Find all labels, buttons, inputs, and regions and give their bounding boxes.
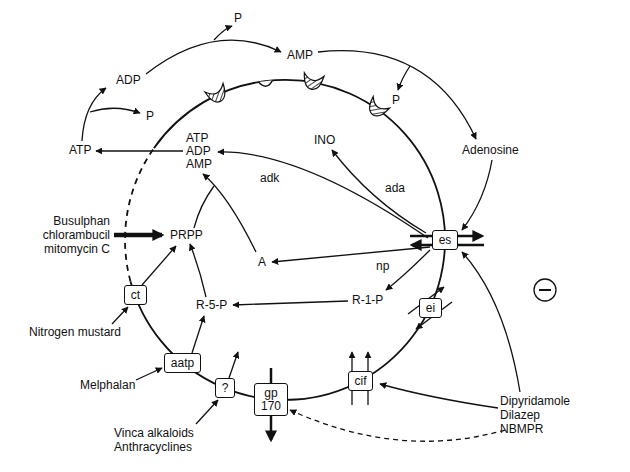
transport-arrow: [192, 316, 204, 353]
transport-arrow: [229, 352, 238, 378]
metabolite-label: AMP: [287, 48, 313, 62]
receptor-symbol: [365, 97, 390, 121]
reaction-arrow: [318, 51, 476, 139]
transporter-box: gp 170: [254, 383, 288, 416]
enzyme-label: adk: [260, 171, 279, 185]
transporter-name: gp 170: [261, 387, 281, 413]
drug-label: Vinca alkaloids Anthracyclines: [114, 426, 208, 454]
metabolite-label: R-5-P: [196, 298, 227, 312]
reaction-arrow: [90, 108, 140, 113]
transporter-name: ct: [131, 289, 140, 302]
metabolite-label: ATP: [186, 131, 208, 145]
metabolite-label: A: [258, 255, 266, 269]
minus-sign: [539, 289, 551, 291]
drug-label: Melphalan: [80, 378, 135, 392]
drug-arrow: [196, 400, 218, 424]
inhibition-arrow: [462, 252, 520, 392]
drug-arrow: [112, 307, 128, 324]
metabolite-label: INO: [314, 133, 335, 147]
metabolite-label: AMP: [186, 157, 212, 171]
transporter-box: aatp: [164, 353, 201, 373]
receptor-symbol: [302, 73, 324, 91]
inhibition-arrow-dashed: [290, 410, 505, 441]
transporter-box: es: [432, 230, 458, 250]
phosphate-label: P: [146, 109, 154, 123]
metabolite-label: PRPP: [170, 228, 203, 242]
drug-arrow: [114, 233, 162, 238]
transporter-box: ei: [419, 298, 442, 318]
reaction-arrow: [398, 66, 410, 90]
drug-label: Busulphan chlorambucil mitomycin C: [28, 214, 110, 256]
metabolite-label: Adenosine: [462, 143, 519, 157]
enzyme-label: np: [376, 259, 389, 273]
enzyme-label: ada: [385, 181, 405, 195]
metabolite-label: R-1-P: [352, 293, 383, 307]
drug-label: Nitrogen mustard: [29, 325, 121, 339]
transporter-name: aatp: [171, 357, 194, 370]
reaction-arrow: [82, 88, 106, 141]
release-arrow: [96, 150, 183, 151]
metabolite-label: ADP: [116, 73, 141, 87]
drug-label: Dipyridamole Dilazep NBMPR: [500, 394, 582, 436]
reaction-arrow: [214, 26, 232, 40]
transporter-box: ct: [124, 285, 147, 305]
reaction-arrow: [332, 150, 426, 233]
cell-membrane: [131, 80, 446, 400]
membrane-notch: [259, 80, 274, 87]
reaction-arrow: [146, 40, 281, 74]
transporter-name: ei: [426, 302, 435, 315]
reaction-line: [194, 186, 214, 228]
transporter-name: cif: [355, 375, 367, 388]
inhibition-symbol: [534, 279, 556, 301]
transporter-name: ?: [222, 382, 229, 395]
transport-arrow: [142, 246, 176, 285]
reaction-arrow: [233, 301, 348, 305]
transport-arrow: [462, 160, 492, 230]
drug-arrow: [136, 368, 162, 380]
reaction-arrow: [386, 250, 430, 290]
metabolite-label: ATP: [69, 143, 91, 157]
transporter-name: es: [439, 234, 452, 247]
reaction-arrow: [272, 247, 430, 262]
receptor-symbol: [205, 84, 229, 106]
phosphate-label: P: [234, 11, 242, 25]
metabolite-label: ADP: [186, 144, 211, 158]
inhibition-arrow: [380, 384, 498, 408]
phosphate-label: P: [392, 93, 400, 107]
reaction-arrow: [190, 244, 206, 297]
reaction-arrow: [218, 152, 428, 238]
cell-membrane-dashed: [125, 148, 154, 281]
transporter-box: ?: [215, 378, 235, 398]
transporter-box: cif: [348, 371, 373, 391]
reaction-arrow: [203, 174, 256, 252]
